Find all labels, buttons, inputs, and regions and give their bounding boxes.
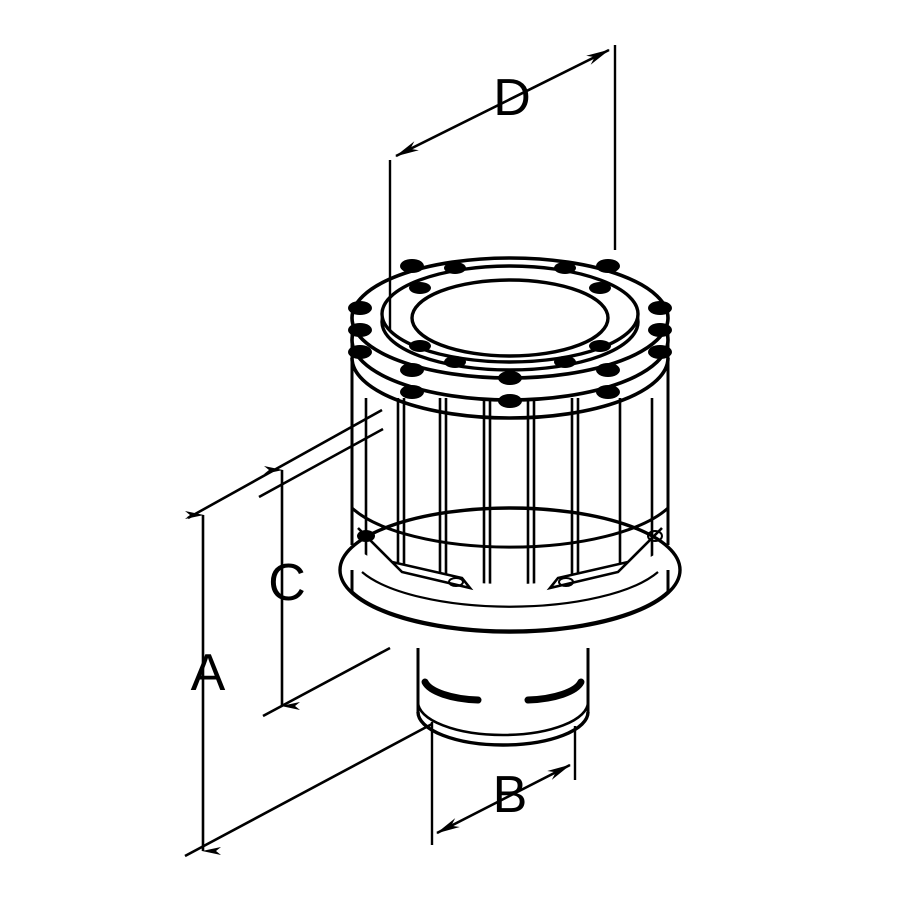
cage-vertical-ribs (364, 398, 654, 585)
dimension-label-a: A (191, 644, 226, 702)
dimension-label-b: B (493, 766, 528, 824)
extension-line-a-bottom (184, 722, 433, 858)
dimension-A (184, 408, 433, 858)
dimension-B (430, 722, 577, 845)
dimension-line-d (395, 48, 610, 158)
extension-line-c-top (258, 427, 384, 499)
lower-collar (338, 506, 682, 634)
upper-flange-bolts (348, 259, 672, 385)
dimension-label-d: D (493, 69, 531, 127)
inner-ring-bolts (409, 262, 611, 368)
dimension-label-c: C (268, 554, 306, 612)
outlet-neck (416, 648, 590, 747)
lower-flange-bolts (348, 345, 672, 408)
dimension-D (388, 45, 617, 330)
top-flange-assembly (348, 256, 672, 420)
dimension-line-b (436, 763, 571, 835)
collar-gussets (357, 527, 663, 591)
dimension-C (258, 427, 391, 718)
vent-assembly-drawing (338, 256, 682, 747)
extension-line-a-top (187, 408, 383, 520)
